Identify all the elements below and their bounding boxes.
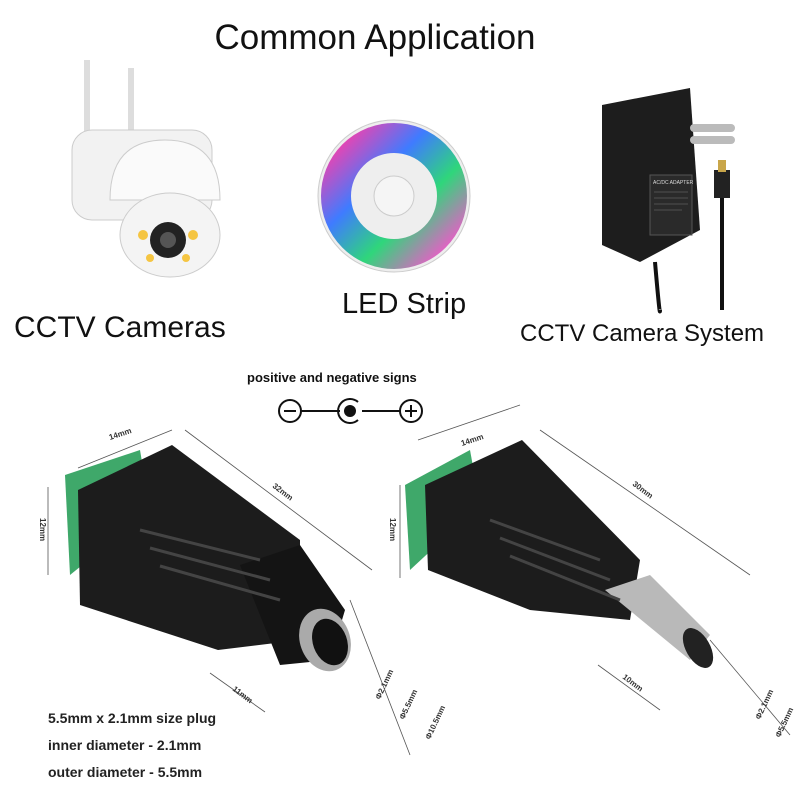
female-inner-label: Φ2.1mm — [374, 668, 396, 701]
female-barrel-label: 11mm — [231, 684, 255, 705]
page-title: Common Application — [214, 18, 536, 57]
adapter-label-text: AC/DC ADAPTER — [653, 180, 694, 186]
application-label-cctv-system: CCTV Camera System — [520, 320, 765, 347]
male-height-label: 12mm — [388, 518, 397, 541]
female-height-label: 12mm — [38, 518, 47, 541]
dimension-lines — [47, 404, 791, 756]
spec-line: outer diameter - 5.5mm — [48, 764, 203, 780]
spec-line: inner diameter - 2.1mm — [48, 737, 202, 753]
male-outer-label: Φ5.5mm — [774, 706, 796, 739]
polarity-label: positive and negative signs — [247, 370, 417, 385]
application-label-led-strip: LED Strip — [342, 288, 467, 320]
male-width-label: 14mm — [460, 432, 485, 448]
female-outer-label: Φ5.5mm — [398, 688, 420, 721]
spec-line: 5.5mm x 2.1mm size plug — [48, 710, 217, 726]
application-label-cctv-cameras: CCTV Cameras — [14, 311, 226, 344]
female-width-label: 14mm — [108, 426, 133, 442]
center-pin-icon — [337, 398, 359, 424]
female-length-label: 32mm — [271, 481, 295, 502]
led-strip-image — [317, 119, 471, 273]
polarity-symbols — [278, 398, 423, 424]
male-inner-label: Φ2.1mm — [754, 688, 776, 721]
male-length-label: 30mm — [631, 479, 655, 500]
cctv-camera-image — [71, 60, 221, 278]
male-connector-image — [405, 440, 714, 668]
power-adapter-image: AC/DC ADAPTER — [602, 88, 735, 314]
female-body-label: Φ10.5mm — [424, 704, 448, 741]
female-connector-image — [65, 445, 351, 672]
